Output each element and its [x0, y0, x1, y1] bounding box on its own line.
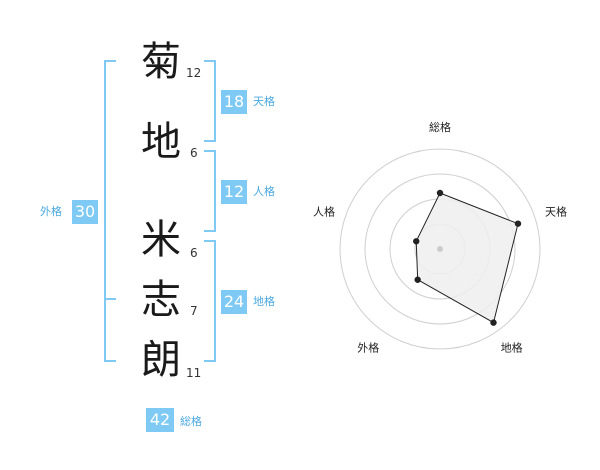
jinkaku-badge: 12: [221, 180, 247, 204]
jinkaku-label: 人格: [253, 185, 275, 198]
radar-ring: [364, 173, 516, 325]
soukaku-label: 総格: [180, 415, 202, 428]
radar-axis-label: 人格: [313, 204, 335, 218]
radar-axis-label: 総格: [429, 120, 451, 134]
chikaku-bracket: [204, 240, 216, 362]
kanji-5: 朗: [141, 337, 181, 383]
tenkaku-label: 天格: [253, 95, 275, 108]
tenkaku-bracket: [204, 60, 216, 142]
radar-point: [490, 319, 497, 326]
radar-polygon: [415, 192, 519, 324]
stroke-count-5: 11: [186, 366, 202, 380]
kanji-2: 地: [141, 119, 181, 165]
radar-point: [414, 276, 421, 283]
gaikaku-label: 外格: [40, 205, 62, 218]
kanji-4: 志: [141, 277, 181, 323]
radar-point: [436, 189, 444, 197]
tenkaku-badge: 18: [221, 90, 247, 114]
gaikaku-badge: 30: [72, 200, 98, 224]
bracket-divider: [104, 298, 116, 300]
radar-ring: [339, 148, 541, 350]
stroke-count-1: 12: [186, 66, 202, 80]
radar-center-dot: [437, 246, 443, 252]
chikaku-badge: 24: [221, 290, 247, 314]
gaikaku-bracket: [104, 60, 116, 362]
radar-point: [514, 220, 522, 227]
radar-axis-label: 地格: [501, 341, 523, 355]
radar-point: [413, 238, 420, 245]
kanji-1: 菊: [141, 39, 181, 85]
radar-axis-label: 外格: [357, 341, 379, 355]
chikaku-label: 地格: [253, 295, 275, 308]
soukaku-badge: 42: [146, 408, 174, 432]
stroke-count-2: 6: [190, 146, 198, 160]
radar-axis-label: 天格: [545, 204, 567, 218]
stroke-count-4: 7: [190, 304, 198, 318]
jinkaku-bracket: [204, 150, 216, 232]
stroke-count-3: 6: [190, 246, 198, 260]
kanji-3: 米: [141, 217, 181, 263]
